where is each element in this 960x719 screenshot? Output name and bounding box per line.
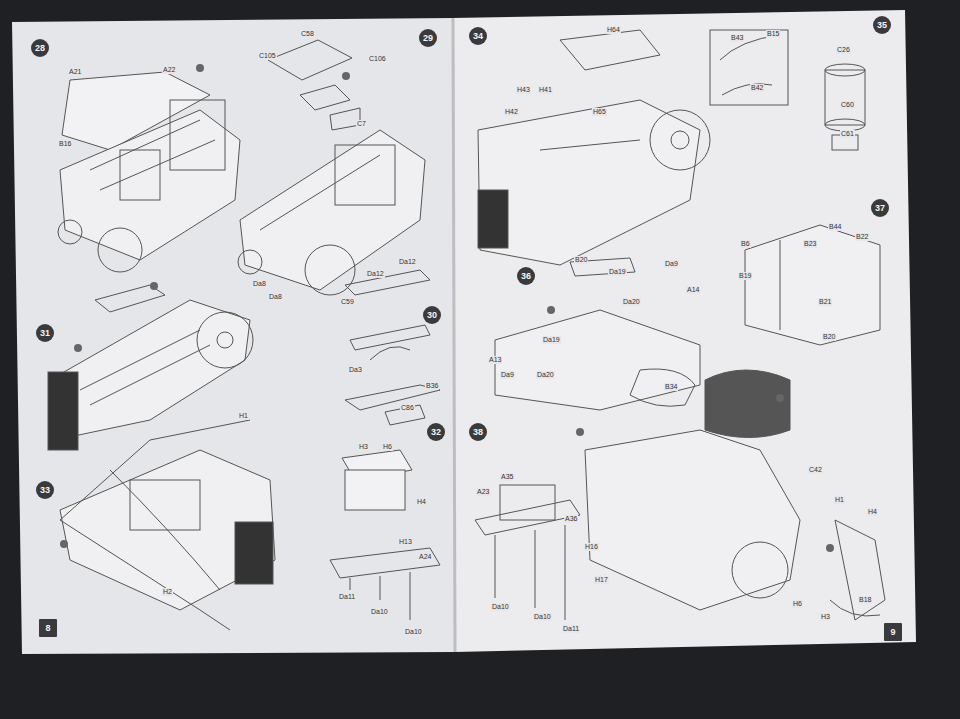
- part-label: B23: [803, 240, 817, 248]
- part-label: B43: [730, 34, 744, 42]
- part-label: Da11: [562, 625, 580, 633]
- part-label: Da12: [366, 270, 385, 278]
- part-label: H17: [594, 576, 609, 584]
- step-number: 33: [40, 485, 50, 495]
- step-number: 28: [35, 43, 45, 53]
- part-label: H43: [516, 86, 531, 94]
- part-label: H3: [358, 443, 369, 451]
- part-label: C86: [400, 404, 415, 412]
- part-label: C59: [340, 298, 355, 306]
- part-label: Da10: [491, 603, 510, 611]
- part-label: H6: [792, 600, 803, 608]
- step-number-circle: 37: [871, 199, 889, 217]
- part-label: C106: [368, 55, 387, 63]
- step-number: 32: [431, 427, 441, 437]
- part-label: Da3: [348, 366, 363, 374]
- part-label: Da19: [608, 268, 627, 276]
- part-label: Da12: [398, 258, 417, 266]
- part-label: A22: [162, 66, 176, 74]
- part-label: B20: [822, 333, 836, 341]
- step-number: 31: [40, 328, 50, 338]
- part-label: C105: [258, 52, 277, 60]
- part-label: C42: [808, 466, 823, 474]
- part-label: H16: [584, 543, 599, 551]
- part-label: H4: [416, 498, 427, 506]
- page-number-box: 9: [884, 623, 902, 641]
- part-label: B6: [740, 240, 751, 248]
- part-label: Da8: [268, 293, 283, 301]
- part-label: Da10: [404, 628, 423, 636]
- part-label: Da8: [252, 280, 267, 288]
- part-label: Da20: [622, 298, 641, 306]
- part-label: H65: [592, 108, 607, 116]
- step-number: 35: [877, 20, 887, 30]
- part-label: B36: [425, 382, 439, 390]
- part-label: B42: [750, 84, 764, 92]
- part-label: B20: [574, 256, 588, 264]
- part-label: B21: [818, 298, 832, 306]
- part-label: A23: [476, 488, 490, 496]
- step-number-circle: 29: [419, 29, 437, 47]
- part-label: Da9: [664, 260, 679, 268]
- step-number-circle: 32: [427, 423, 445, 441]
- step-number-circle: 30: [423, 306, 441, 324]
- step-number: 36: [521, 271, 531, 281]
- part-label: Da11: [338, 593, 356, 601]
- part-label: H1: [834, 496, 845, 504]
- part-label: H13: [398, 538, 413, 546]
- part-label: A14: [686, 286, 700, 294]
- part-label: H2: [162, 588, 173, 596]
- part-label: C60: [840, 101, 855, 109]
- part-label: Da9: [500, 371, 515, 379]
- part-label: Da20: [536, 371, 555, 379]
- page-number: 8: [45, 623, 50, 633]
- part-label: A36: [564, 515, 578, 523]
- page-number-box: 8: [39, 619, 57, 637]
- part-label: Da10: [370, 608, 389, 616]
- step-number-circle: 33: [36, 481, 54, 499]
- part-label: H3: [820, 613, 831, 621]
- part-label: A21: [68, 68, 82, 76]
- part-label: H4: [867, 508, 878, 516]
- part-label: B22: [855, 233, 869, 241]
- part-label: A24: [418, 553, 432, 561]
- step-number-circle: 38: [469, 423, 487, 441]
- step-number: 37: [875, 203, 885, 213]
- part-label: H1: [238, 412, 249, 420]
- part-label: B44: [828, 223, 842, 231]
- part-label: Da19: [542, 336, 561, 344]
- part-label: C26: [836, 46, 851, 54]
- step-number-circle: 35: [873, 16, 891, 34]
- part-label: Da10: [533, 613, 552, 621]
- part-label: C61: [840, 130, 855, 138]
- part-label: H6: [382, 443, 393, 451]
- part-label: B19: [738, 272, 752, 280]
- part-label: C7: [356, 120, 367, 128]
- step-number-circle: 34: [469, 27, 487, 45]
- part-label: H42: [504, 108, 519, 116]
- step-number-circle: 28: [31, 39, 49, 57]
- page-number: 9: [890, 627, 895, 637]
- step-number: 29: [423, 33, 433, 43]
- step-number: 34: [473, 31, 483, 41]
- step-number-circle: 36: [517, 267, 535, 285]
- part-label: H41: [538, 86, 553, 94]
- part-label: B34: [664, 383, 678, 391]
- part-label: A13: [488, 356, 502, 364]
- step-number-circle: 31: [36, 324, 54, 342]
- step-number: 30: [427, 310, 437, 320]
- part-label: C58: [300, 30, 315, 38]
- step-number: 38: [473, 427, 483, 437]
- part-label: A35: [500, 473, 514, 481]
- part-label: B16: [58, 140, 72, 148]
- part-label: H64: [606, 26, 621, 34]
- part-label: B18: [858, 596, 872, 604]
- part-label: B15: [766, 30, 780, 38]
